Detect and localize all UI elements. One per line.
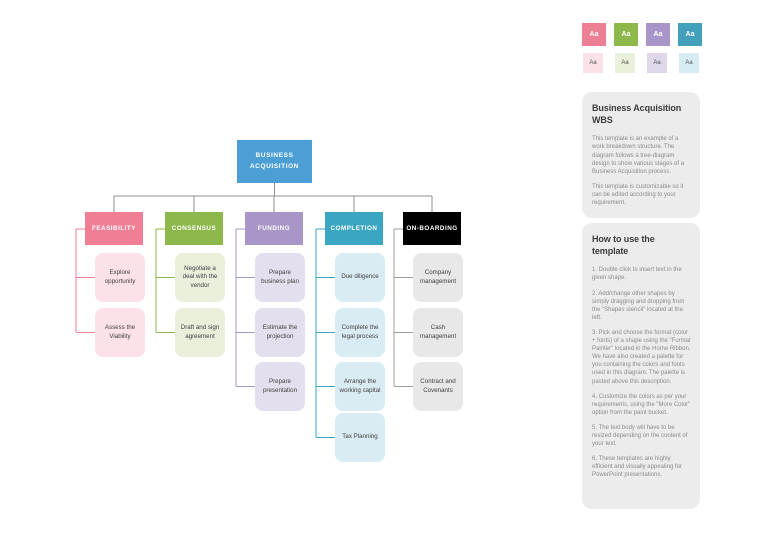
- howto-panel: How to use the template 1. Double click …: [582, 223, 700, 509]
- howto-step: 5. The text body will have to be resized…: [592, 424, 688, 448]
- palette-swatch-solid-0[interactable]: Aa: [582, 23, 606, 46]
- wbs-root-node[interactable]: BUSINESS ACQUISITION: [237, 140, 312, 183]
- howto-steps: 1. Double click to insert text in the gi…: [592, 266, 692, 479]
- wbs-branch-funding[interactable]: FUNDING: [245, 212, 303, 245]
- palette-swatch-solid-2[interactable]: Aa: [646, 23, 670, 46]
- howto-panel-title: How to use the template: [592, 234, 655, 256]
- palette-swatch-label: Aa: [621, 60, 629, 66]
- palette-swatch-label: Aa: [589, 31, 599, 38]
- wbs-branch-completion[interactable]: COMPLETION: [325, 212, 383, 245]
- wbs-task-estimate-the-projection[interactable]: Estimate the projection: [255, 308, 305, 357]
- wbs-task-prepare-business-plan[interactable]: Prepare business plan: [255, 253, 305, 302]
- palette-swatch-solid-1[interactable]: Aa: [614, 23, 638, 46]
- howto-step: 6. These templates are highly efficient …: [592, 456, 682, 479]
- about-paragraph: This template is an example of a work br…: [592, 136, 685, 175]
- wbs-task-prepare-presentation[interactable]: Prepare presentation: [255, 362, 305, 411]
- palette-swatch-light-0[interactable]: Aa: [583, 53, 603, 73]
- palette-row-solid: Aa Aa Aa Aa: [582, 23, 702, 46]
- palette-swatch-label: Aa: [685, 31, 695, 38]
- palette-swatch-label: Aa: [653, 31, 663, 38]
- howto-step: 3. Pick and choose the format (color + f…: [592, 329, 691, 385]
- palette-row-light: Aa Aa Aa Aa: [583, 53, 702, 73]
- wbs-task-contract-and-covenants[interactable]: Contract and Covenants: [413, 362, 463, 411]
- howto-step: 4. Customize the colors as per your requ…: [592, 393, 691, 416]
- howto-step: 1. Double click to insert text in the gi…: [592, 267, 682, 282]
- wbs-task-arrange-the-working-capital[interactable]: Arrange the working capital: [335, 362, 385, 411]
- palette-swatch-light-2[interactable]: Aa: [647, 53, 667, 73]
- palette-swatch-light-1[interactable]: Aa: [615, 53, 635, 73]
- wbs-branch-consensus[interactable]: CONSENSUS: [165, 212, 223, 245]
- diagram-canvas: BUSINESS ACQUISITION FEASIBILITY Explore o…: [75, 140, 463, 462]
- palette-swatch-label: Aa: [685, 60, 693, 66]
- wbs-branch-feasibility[interactable]: FEASIBILITY: [85, 212, 143, 245]
- palette-swatch-light-3[interactable]: Aa: [679, 53, 699, 73]
- wbs-task-cash-management[interactable]: Cash management: [413, 308, 463, 357]
- wbs-task-tax-planning[interactable]: Tax Planning: [335, 413, 385, 462]
- wbs-task-complete-the-legal-process[interactable]: Complete the legal process: [335, 308, 385, 357]
- wbs-task-draft-and-sign-agreement[interactable]: Draft and sign agreement: [175, 308, 225, 357]
- palette-swatch-label: Aa: [621, 31, 631, 38]
- wbs-task-company-management[interactable]: Company management: [413, 253, 463, 302]
- wbs-branch-on-boarding[interactable]: ON-BOARDING: [403, 212, 461, 245]
- about-paragraphs: This template is an example of a work br…: [592, 135, 692, 207]
- wbs-task-due-diligence[interactable]: Due diligence: [335, 253, 385, 302]
- palette-swatch-solid-3[interactable]: Aa: [678, 23, 702, 46]
- wbs-task-assess-the-viability[interactable]: Assess the Viability: [95, 308, 145, 357]
- about-paragraph: This template is customizable so it can …: [592, 183, 684, 207]
- palette-swatch-label: Aa: [653, 60, 661, 66]
- about-panel: Business Acquisition WBS This template i…: [582, 92, 700, 218]
- wbs-task-negotiate-a-deal-with-the-vendor[interactable]: Negotiate a deal with the vendor: [175, 253, 225, 302]
- howto-step: 2. Add/change other shapes by simply dra…: [592, 290, 685, 321]
- about-panel-title: Business Acquisition WBS: [592, 103, 682, 125]
- palette-swatch-label: Aa: [589, 60, 597, 66]
- wbs-task-explore-opportunity[interactable]: Explore opportunity: [95, 253, 145, 302]
